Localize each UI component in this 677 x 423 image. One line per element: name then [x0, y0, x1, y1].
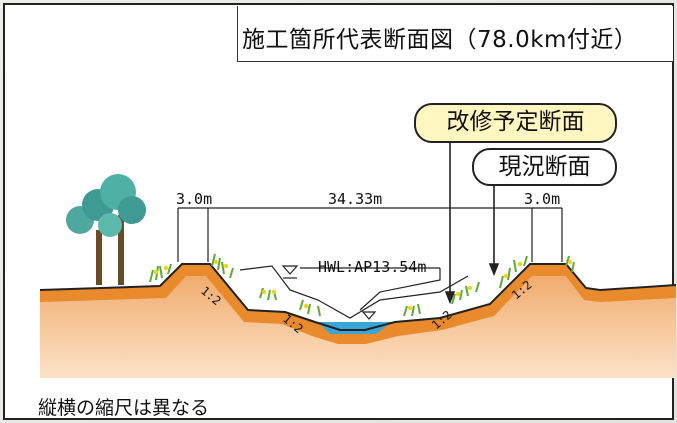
soil-body	[40, 264, 676, 378]
scale-note: 縦横の縮尺は異なる	[38, 397, 210, 419]
diagram-title: 施工箇所代表断面図（78.0km付近）	[242, 27, 638, 53]
label-pointers	[444, 143, 500, 305]
grass-icon	[149, 253, 575, 317]
soil-surface-layer	[40, 264, 676, 344]
dim-channel: 34.33m	[328, 190, 382, 208]
current-section-label: 現況断面	[472, 148, 617, 186]
dimension-lines	[177, 207, 563, 262]
tree-icon	[66, 174, 146, 285]
title-box	[237, 6, 673, 62]
hwl-label: HWL:AP13.54m	[318, 258, 426, 276]
dim-left-bank: 3.0m	[176, 190, 212, 208]
dim-right-bank: 3.0m	[524, 190, 560, 208]
hwl-markers	[281, 265, 441, 320]
water	[318, 322, 392, 334]
current-section-line	[239, 265, 469, 319]
planned-section-label: 改修予定断面	[414, 103, 617, 143]
